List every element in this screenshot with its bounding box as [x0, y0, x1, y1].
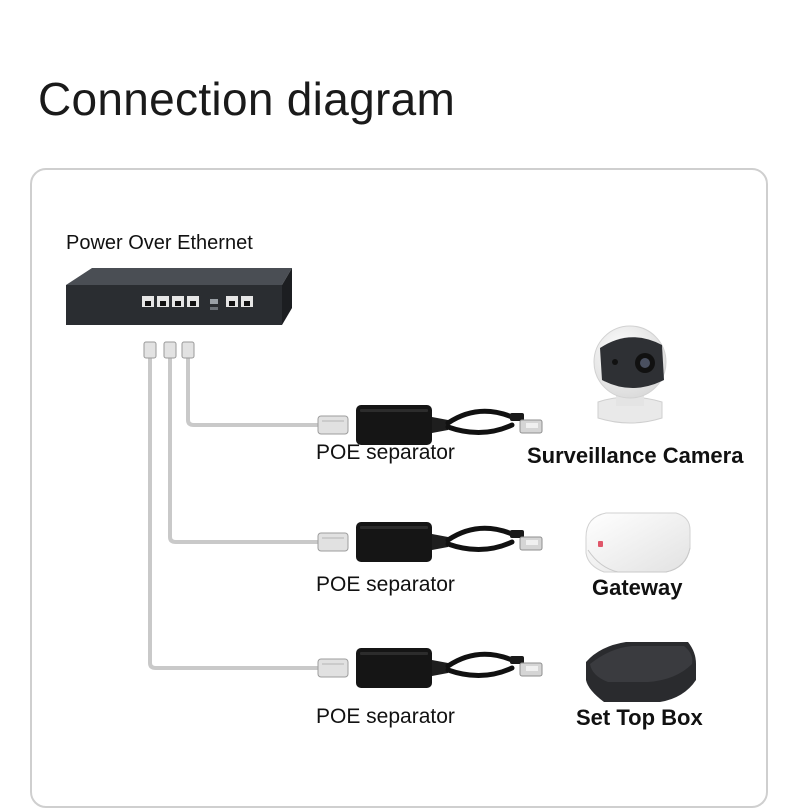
device-label-camera: Surveillance Camera — [527, 443, 744, 468]
separator-label-3: POE separator — [316, 705, 455, 728]
cable-to-separator-2 — [168, 354, 322, 544]
gateway-icon — [585, 512, 691, 573]
camera-icon — [593, 325, 667, 424]
poe-separator-icon — [317, 522, 543, 562]
separator-label-2: POE separator — [316, 573, 455, 596]
poe-switch-icon — [66, 268, 292, 325]
set-top-box-icon — [586, 642, 696, 702]
switch-plugs — [143, 341, 195, 359]
poe-separator-icon — [317, 648, 543, 688]
poe-separator-icon — [317, 405, 543, 445]
device-label-gateway: Gateway — [592, 575, 683, 600]
cable-to-separator-3 — [148, 354, 322, 670]
ethernet-cables — [148, 354, 322, 670]
separator-label-1: POE separator — [316, 441, 455, 464]
device-label-set-top-box: Set Top Box — [576, 705, 703, 730]
diagram-title: Connection diagram — [38, 73, 456, 125]
cable-to-separator-1 — [186, 354, 322, 427]
switch-label: Power Over Ethernet — [66, 232, 253, 254]
